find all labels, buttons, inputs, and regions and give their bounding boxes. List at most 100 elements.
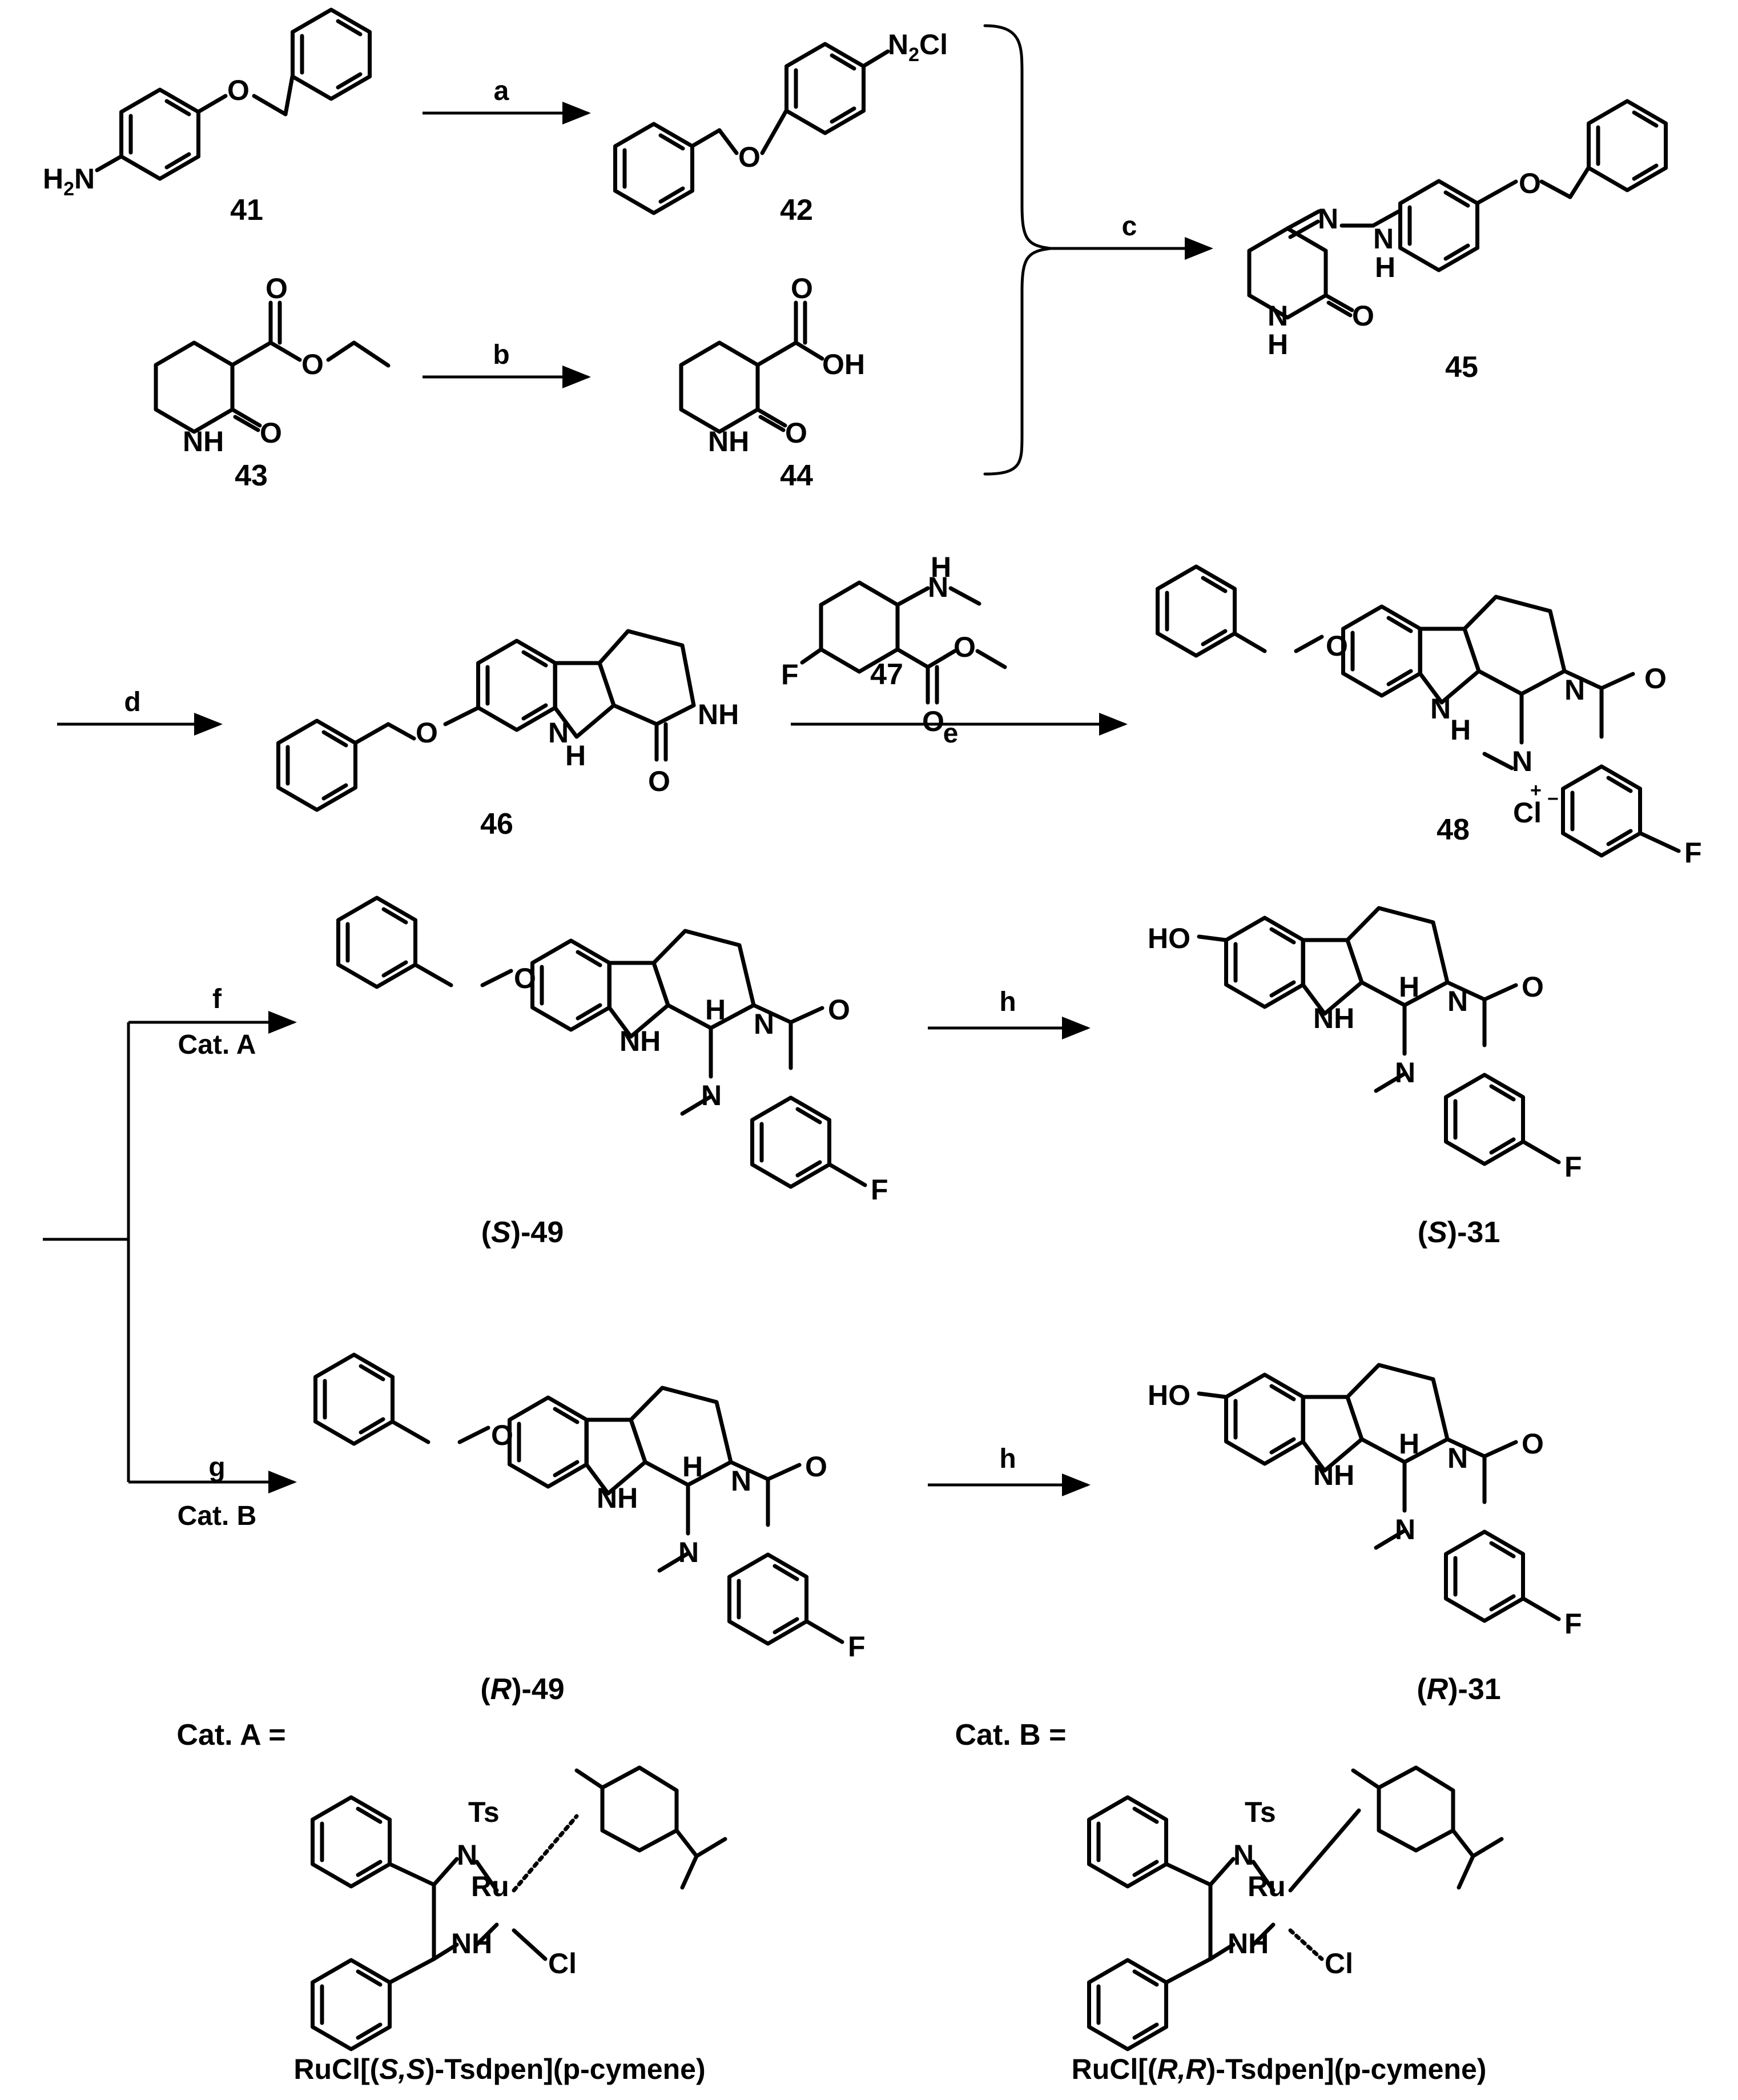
catalyst-a-name: RuCl[(S,S)-Tsdpen](p-cymene) [293,2053,705,2085]
compound-label-42: 42 [780,194,813,227]
arrow-b: b [423,340,591,388]
compound-label-45: 45 [1445,351,1478,384]
atom-cl: Cl [548,1948,577,1979]
atom-h: H [1399,1428,1419,1460]
condition-d: d [124,687,140,717]
atom-n: N [754,1008,774,1040]
compound-41: O H2N 41 [43,10,370,227]
atom-o: O [828,994,850,1026]
condition-c: c [1122,211,1137,242]
compound-48: O N H N O N + Cl − F 48 [1158,567,1702,869]
compound-label-46: 46 [480,808,513,841]
atom-n: N [457,1839,477,1871]
arrow-c: c [983,24,1213,476]
atom-n: N [1512,745,1532,777]
arrow-h-bottom: h [928,1444,1091,1496]
compound-label-48: 48 [1437,813,1470,846]
compound-47: H N O O F 47 [781,551,1007,737]
atom-nh: NH [698,698,739,730]
condition-b: b [493,340,509,370]
compound-label-43: 43 [235,459,268,492]
atom-n2cl: N2Cl [888,29,948,66]
atom-o: O [738,141,761,173]
atom-ho: HO [1148,1379,1190,1411]
atom-h: H [705,994,726,1026]
condition-h: h [999,987,1016,1017]
atom-h: H [1399,971,1419,1003]
condition-g: g [208,1452,225,1483]
atom-nh: NH [597,1482,638,1514]
atom-h2n: H2N [43,163,95,200]
condition-a: a [494,76,509,106]
arrow-d: d [57,687,223,736]
compound-label-47: 47 [870,658,903,691]
compound-s-31: HO NH H N O N F (S)-31 [1148,906,1582,1249]
arrow-a: a [423,76,591,125]
arrow-h-top: h [928,987,1091,1039]
catalyst-a: Cat. A = Ts N Ru NH Cl RuCl[(S,S)-Tsdpen… [176,1718,727,2085]
atom-o: O [416,717,438,749]
condition-cat-a: Cat. A [178,1030,256,1060]
atom-o: O [648,765,670,797]
atom-o: O [260,417,282,449]
atom-nh: NH [183,425,224,457]
atom-ho: HO [1148,922,1190,954]
atom-nh: NH [1313,1459,1354,1491]
compound-r-49: O NH H N O N F (R)-49 [316,1355,866,1706]
atom-nh: NH [451,1928,492,1960]
catalyst-a-label: Cat. A = [176,1718,285,1752]
atom-n: N [1395,1057,1415,1089]
condition-f: f [212,984,222,1014]
charge-plus: + [1530,780,1542,801]
atom-n: N [701,1079,722,1111]
atom-nh: NH [708,425,749,457]
atom-n: N [1395,1513,1415,1545]
catalyst-b: Cat. B = Ts N Ru NH Cl RuCl[(R,R)-Tsdpen… [955,1718,1504,2085]
compound-label-41: 41 [230,194,263,227]
atom-n: N [1233,1839,1254,1871]
atom-o: O [301,348,324,380]
atom-f: F [1564,1608,1582,1640]
atom-n: N [1564,674,1585,706]
atom-ts: Ts [468,1796,500,1828]
condition-h: h [999,1444,1016,1474]
compound-label-44: 44 [780,459,813,492]
compound-42: O N2Cl 42 [615,29,948,227]
atom-ru: Ru [471,1870,509,1902]
atom-o: O [805,1451,827,1483]
charge-minus: − [1547,788,1559,810]
atom-n: N [1447,985,1468,1017]
atom-n: N [1318,203,1338,235]
arrow-e: e [791,713,1128,749]
compound-label-s-49: (S)-49 [481,1216,564,1249]
atom-n: N [928,571,948,603]
compound-label-s-31: (S)-31 [1418,1216,1500,1249]
atom-nh: NH [619,1025,661,1057]
compound-label-r-31: (R)-31 [1417,1673,1500,1706]
atom-o: O [1644,662,1667,694]
atom-o: O [1522,971,1544,1003]
atom-h: H [682,1451,703,1483]
atom-h: H [1268,328,1288,360]
compound-44: O OH O NH 44 [679,272,865,492]
atom-o: O [954,631,976,663]
atom-o: O [227,74,250,106]
atom-nh: NH [1313,1002,1354,1034]
atom-cl: Cl [1513,797,1542,829]
atom-o: O [785,417,807,449]
atom-f: F [871,1174,888,1206]
atom-nh: NH [1228,1928,1269,1960]
catalyst-b-name: RuCl[(R,R)-Tsdpen](p-cymene) [1072,2053,1487,2085]
atom-f: F [1564,1151,1582,1183]
branch-arrows: f Cat. A g Cat. B [43,984,297,1531]
atom-o: O [1522,1428,1544,1460]
atom-h: H [1450,714,1471,746]
atom-n: N [1268,300,1288,332]
atom-o: O [791,272,813,304]
atom-n: N [548,717,569,749]
atom-f: F [1684,837,1702,869]
compound-46: O N H NH O 46 [279,629,739,841]
atom-o: O [1352,300,1374,332]
atom-oh: OH [822,348,865,380]
